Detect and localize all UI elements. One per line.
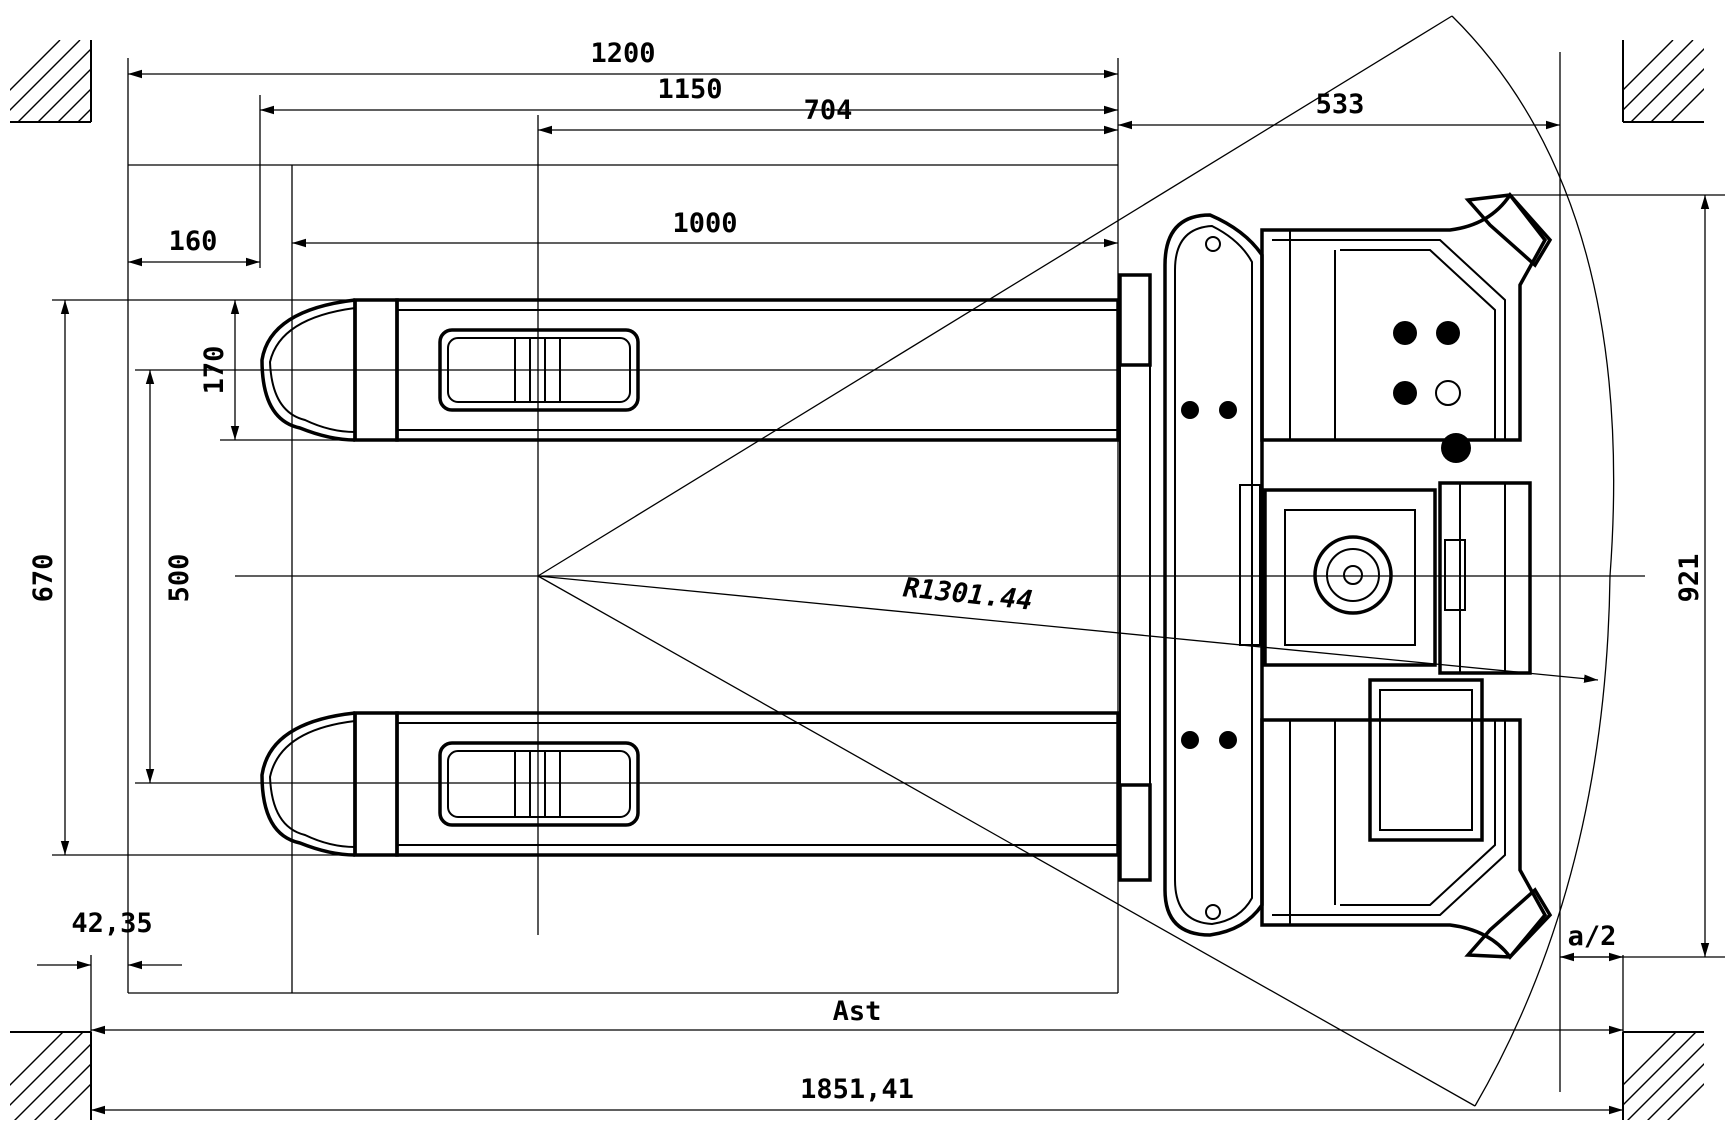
dim-670: 670: [28, 554, 59, 603]
left-fork-upper: [260, 298, 1120, 442]
dim-ast: Ast: [833, 996, 882, 1027]
dim-160: 160: [169, 226, 218, 257]
dim-offset: 42,35: [71, 908, 152, 939]
wall-top-right: [1622, 40, 1704, 123]
dim-1200: 1200: [590, 38, 655, 69]
dim-500: 500: [164, 554, 195, 603]
dim-1150: 1150: [657, 74, 722, 105]
reference-lines: [52, 52, 1725, 1112]
dim-921: 921: [1674, 554, 1705, 603]
drive-unit: [1260, 192, 1553, 960]
dim-total: 1851,41: [800, 1074, 914, 1105]
steering-head: [1263, 481, 1532, 675]
dim-1000: 1000: [672, 208, 737, 239]
dim-170: 170: [199, 346, 230, 395]
left-fork-lower: [260, 711, 1120, 857]
wall-top-left: [10, 40, 92, 123]
dim-704: 704: [804, 95, 853, 126]
truck-chassis: [1118, 213, 1264, 937]
turning-radius: [537, 15, 1615, 1107]
wall-bottom-right: [1622, 1031, 1704, 1120]
control-panel: [1393, 321, 1471, 463]
dimension-lines: [37, 69, 1710, 1115]
wall-bottom-left: [10, 1031, 92, 1120]
dim-radius: R1301.44: [902, 572, 1035, 616]
dim-533: 533: [1316, 89, 1365, 120]
dim-half-a: a/2: [1568, 921, 1617, 952]
